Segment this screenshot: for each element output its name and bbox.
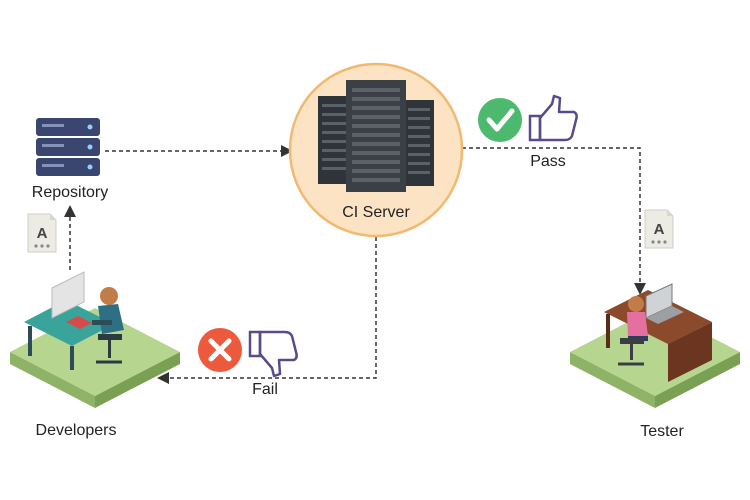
thumbs-down-icon [248,330,298,378]
artifact-file-icon: A [27,213,57,253]
tester-at-desk-icon [570,283,740,408]
fail-label: Fail [252,381,278,398]
arrow-ci-to-developers [157,237,377,384]
pass-label: Pass [530,153,566,170]
artifact-letter: A [654,221,665,238]
tester-label: Tester [640,423,684,440]
artifact-file-icon: A [644,209,674,249]
ci-server-node [288,62,464,238]
check-circle-icon [478,98,522,142]
server-rack-icon [318,80,434,192]
arrow-ci-to-tester [462,147,646,295]
developers-label: Developers [35,422,117,439]
thumbs-up-icon [528,94,578,142]
artifact-letter: A [37,225,48,242]
database-server-icon [36,118,100,176]
x-circle-icon [198,328,242,372]
repository-label: Repository [31,184,109,201]
developer-at-desk-icon [10,271,180,408]
ci-server-label: CI Server [342,204,410,221]
